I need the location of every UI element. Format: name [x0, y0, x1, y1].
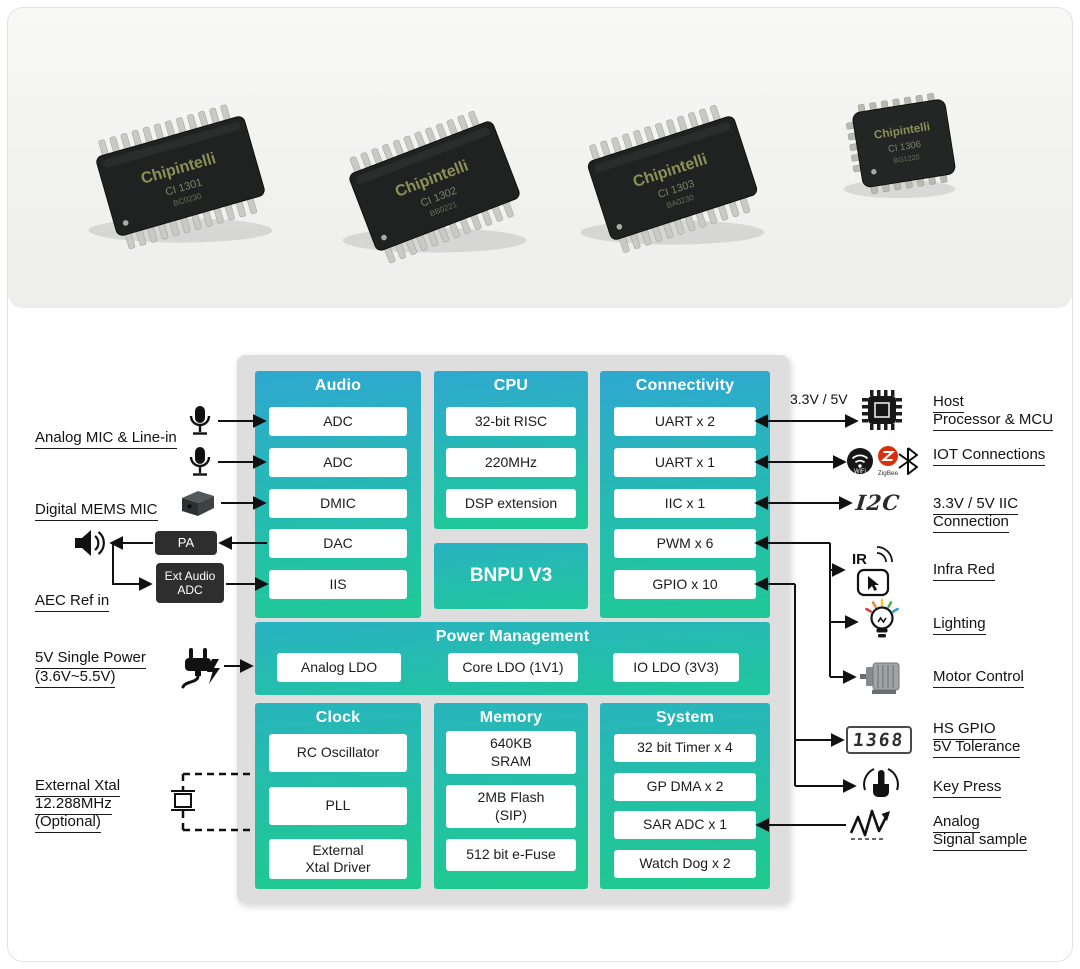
- audio-block: Audio ADC ADC DMIC DAC IIS: [255, 371, 421, 618]
- cpu-block: CPU 32-bit RISC 220MHz DSP extension: [434, 371, 588, 529]
- xtal-label-line2: 12.288MHz: [35, 795, 112, 815]
- flash-box: 2MB Flash(SIP): [446, 785, 576, 828]
- mems-mic-icon: [182, 491, 214, 516]
- analog-ldo-box: Analog LDO: [277, 653, 401, 682]
- dma-box: GP DMA x 2: [614, 773, 756, 801]
- crystal-icon: [171, 790, 195, 811]
- audio-dmic-box: DMIC: [269, 489, 407, 518]
- pin1-marker: [381, 234, 387, 241]
- cpu-risc-box: 32-bit RISC: [446, 407, 576, 436]
- chip-photo-ci1301: Chipintelli CI 1301 BC0230: [88, 104, 273, 250]
- connectivity-block: Connectivity UART x 2 UART x 1 IIC x 1 P…: [600, 371, 770, 618]
- iot-wifi-zigbee-bluetooth-icons: WiFi ZigBee: [847, 446, 918, 477]
- memory-title: Memory: [479, 709, 543, 726]
- timer-box: 32 bit Timer x 4: [614, 734, 756, 762]
- pin1-marker: [871, 169, 877, 175]
- host-label-line1: Host: [933, 393, 964, 413]
- system-block: System 32 bit Timer x 4 GP DMA x 2 SAR A…: [600, 703, 770, 889]
- clock-title: Clock: [315, 709, 361, 726]
- core-ldo-box: Core LDO (1V1): [448, 653, 578, 682]
- iic-label-line2: Connection: [933, 513, 1009, 533]
- iic-label-line1: 3.3V / 5V IIC: [933, 495, 1019, 515]
- power-5v-label-line2: (3.6V~5.5V): [35, 668, 116, 688]
- svg-text:WiFi: WiFi: [854, 469, 866, 475]
- chip-lot-text: BG1220: [893, 152, 920, 165]
- hs-gpio-label-line1: HS GPIO: [933, 720, 996, 740]
- xtal-label-line1: External Xtal: [35, 777, 121, 797]
- efuse-box: 512 bit e-Fuse: [446, 839, 576, 871]
- power-plug-icon: [181, 648, 220, 689]
- power-title: Power Management: [435, 628, 590, 645]
- analog-waveform-icon: [849, 809, 890, 840]
- audio-title: Audio: [314, 377, 362, 394]
- host-label-line2: Processor & MCU: [933, 411, 1054, 431]
- power-5v-label-line1: 5V Single Power: [35, 649, 146, 669]
- connectivity-title: Connectivity: [635, 377, 735, 394]
- key-press-icon: [863, 768, 899, 797]
- digital-mems-label: Digital MEMS MIC: [35, 501, 158, 521]
- bluetooth-icon: [898, 447, 918, 475]
- iic-box: IIC x 1: [614, 489, 756, 518]
- seven-segment-display: 1368: [846, 726, 912, 754]
- rc-osc-box: RC Oscillator: [269, 734, 407, 772]
- lighting-label: Lighting: [933, 615, 986, 635]
- chip-photo-ci1302: Chipintelli CI 1302 BB0221: [342, 110, 527, 264]
- lighting-bulb-icon: [865, 598, 899, 638]
- cpu-mhz-box: 220MHz: [446, 448, 576, 477]
- speaker-icon: [75, 530, 105, 556]
- key-press-label: Key Press: [933, 778, 1002, 798]
- motor-icon: [860, 662, 900, 694]
- io-ldo-box: IO LDO (3V3): [613, 653, 739, 682]
- voltage-label: 3.3V / 5V: [790, 391, 848, 407]
- xtal-label-line3: (Optional): [35, 813, 101, 833]
- microphone-icon: [189, 447, 211, 476]
- bnpu-block: BNPU V3: [434, 543, 588, 609]
- uart1-box: UART x 1: [614, 448, 756, 477]
- pa-box: PA: [155, 531, 217, 555]
- svg-text:ZigBee: ZigBee: [878, 470, 899, 477]
- pll-box: PLL: [269, 787, 407, 825]
- infra-red-icon: IR: [852, 546, 893, 597]
- i2c-icon: I2C: [854, 490, 902, 515]
- chip-photo-ci1306: Chipintelli CI 1306 BG1220: [843, 93, 956, 198]
- hs-gpio-label-line2: 5V Tolerance: [933, 738, 1021, 758]
- cpu-title: CPU: [493, 377, 529, 394]
- gpio-box: GPIO x 10: [614, 570, 756, 599]
- cpu-dsp-box: DSP extension: [446, 489, 576, 518]
- infrared-label: Infra Red: [933, 561, 995, 581]
- uart2-box: UART x 2: [614, 407, 756, 436]
- system-title: System: [655, 709, 715, 726]
- microphone-icon: [189, 406, 211, 435]
- analog-sample-label-line2: Signal sample: [933, 831, 1028, 851]
- arrow-aec-to-ext-adc: [112, 543, 153, 591]
- power-block: Power Management Analog LDO Core LDO (1V…: [255, 622, 770, 695]
- analog-sample-label-line1: Analog: [933, 813, 980, 833]
- svg-text:IR: IR: [852, 551, 867, 568]
- chip-photo-ci1303: Chipintelli CI 1303 BA0230: [580, 105, 765, 253]
- pwm-box: PWM x 6: [614, 529, 756, 558]
- audio-adc2-box: ADC: [269, 448, 407, 477]
- host-chip-icon: [862, 390, 902, 430]
- audio-adc1-box: ADC: [269, 407, 407, 436]
- aec-ref-label: AEC Ref in: [35, 592, 110, 612]
- motor-label: Motor Control: [933, 668, 1024, 688]
- sar-adc-box: SAR ADC x 1: [614, 811, 756, 839]
- analog-mic-label: Analog MIC & Line-in: [35, 429, 177, 449]
- pin1-marker: [616, 223, 623, 230]
- iot-label: IOT Connections: [933, 446, 1046, 466]
- audio-dac-box: DAC: [269, 529, 407, 558]
- audio-iis-box: IIS: [269, 570, 407, 599]
- chip-part-text: CI 1306: [887, 139, 921, 155]
- pin1-marker: [122, 220, 129, 226]
- watchdog-box: Watch Dog x 2: [614, 850, 756, 878]
